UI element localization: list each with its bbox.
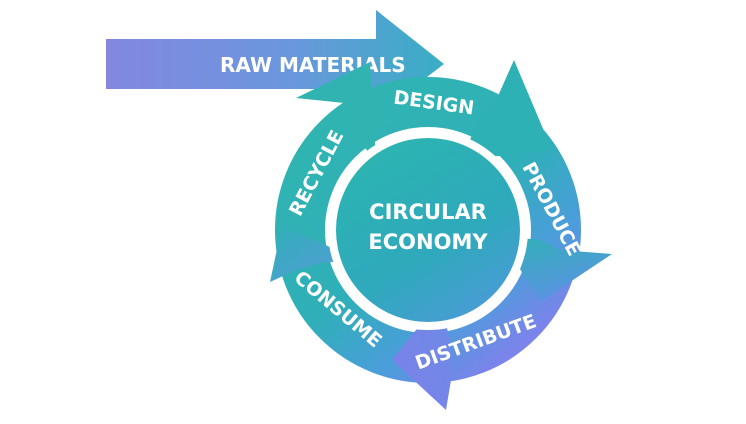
cycle-ring — [270, 60, 612, 410]
raw-materials-arrow — [106, 10, 444, 116]
center-label-line2: ECONOMY — [368, 230, 488, 254]
produce-arrowhead — [500, 236, 612, 302]
consume-arrowhead — [270, 226, 364, 282]
raw-materials-label: RAW MATERIALS — [220, 53, 406, 77]
center-label-line1: CIRCULAR — [369, 200, 487, 224]
design-arrowhead — [462, 60, 552, 160]
recycle-arrowhead — [296, 62, 376, 160]
center-disk — [336, 138, 520, 322]
